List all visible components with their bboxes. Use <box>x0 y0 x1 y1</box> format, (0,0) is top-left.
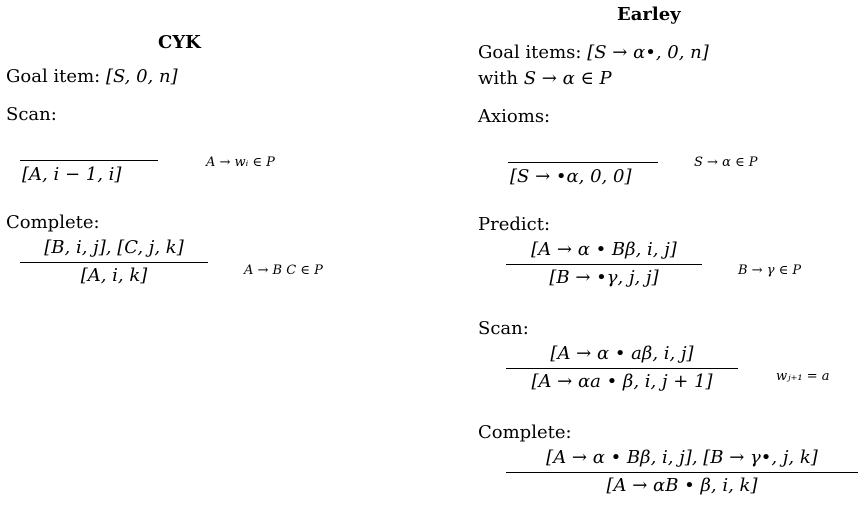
cyk-complete-rule: [B, i, j], [C, j, k] [A, i, k] <box>20 237 208 286</box>
cyk-scan-label: Scan: <box>6 104 57 125</box>
earley-predict-rule: [A → α • Bβ, i, j] [B → •γ, j, j] <box>506 239 702 288</box>
earley-complete-premise: [A → α • Bβ, i, j], [B → γ•, j, k] <box>546 447 818 468</box>
cyk-goal-label: Goal item: <box>6 66 101 87</box>
cyk-complete-rule-line <box>20 261 208 263</box>
cyk-scan-conclusion: [A, i − 1, i] <box>22 164 122 185</box>
earley-scan-label: Scan: <box>478 318 529 339</box>
earley-goal: Goal items: [S → α•, 0, n] <box>478 44 709 62</box>
earley-goal-with-word: with <box>478 68 518 89</box>
earley-goal-label: Goal items: <box>478 42 582 63</box>
earley-scan-conclusion: [A → αa • β, i, j + 1] <box>531 370 713 392</box>
earley-axiom-condition: S → α ∈ P <box>694 155 758 170</box>
earley-predict-condition: B → γ ∈ P <box>738 263 802 278</box>
earley-complete-rule: [A → α • Bβ, i, j], [B → γ•, j, k] [A → … <box>506 447 858 496</box>
earley-complete-label: Complete: <box>478 422 572 443</box>
earley-scan-premise: [A → α • aβ, i, j] <box>550 343 694 364</box>
earley-axiom-conclusion: [S → •α, 0, 0] <box>510 166 632 187</box>
earley-goal-with: with S → α ∈ P <box>478 70 612 88</box>
earley-complete-conclusion: [A → αB • β, i, k] <box>606 474 758 496</box>
earley-axiom-rule-line <box>508 162 658 163</box>
cyk-goal: Goal item: [S, 0, n] <box>6 68 178 86</box>
cyk-scan-condition: A → wᵢ ∈ P <box>206 155 275 170</box>
earley-goal-item: [S → α•, 0, n] <box>587 42 709 63</box>
cyk-goal-item: [S, 0, n] <box>105 66 178 87</box>
earley-scan-condition: wⱼ₊₁ = a <box>776 369 830 384</box>
earley-scan-rule: [A → α • aβ, i, j] [A → αa • β, i, j + 1… <box>506 343 738 392</box>
earley-predict-conclusion: [B → •γ, j, j] <box>549 266 659 288</box>
cyk-complete-condition: A → B C ∈ P <box>244 263 323 278</box>
cyk-scan-rule-line <box>20 160 158 161</box>
earley-predict-label: Predict: <box>478 214 551 235</box>
earley-predict-rule-line <box>506 263 702 265</box>
earley-goal-with-cond: S → α ∈ P <box>523 68 612 89</box>
earley-title: Earley <box>617 4 681 25</box>
cyk-complete-premise: [B, i, j], [C, j, k] <box>44 237 184 258</box>
earley-complete-rule-line <box>506 471 858 473</box>
cyk-complete-conclusion: [A, i, k] <box>80 264 148 286</box>
earley-scan-rule-line <box>506 367 738 369</box>
cyk-complete-label: Complete: <box>6 212 100 233</box>
earley-axioms-label: Axioms: <box>478 106 551 127</box>
earley-predict-premise: [A → α • Bβ, i, j] <box>531 239 677 260</box>
cyk-title: CYK <box>158 32 201 53</box>
